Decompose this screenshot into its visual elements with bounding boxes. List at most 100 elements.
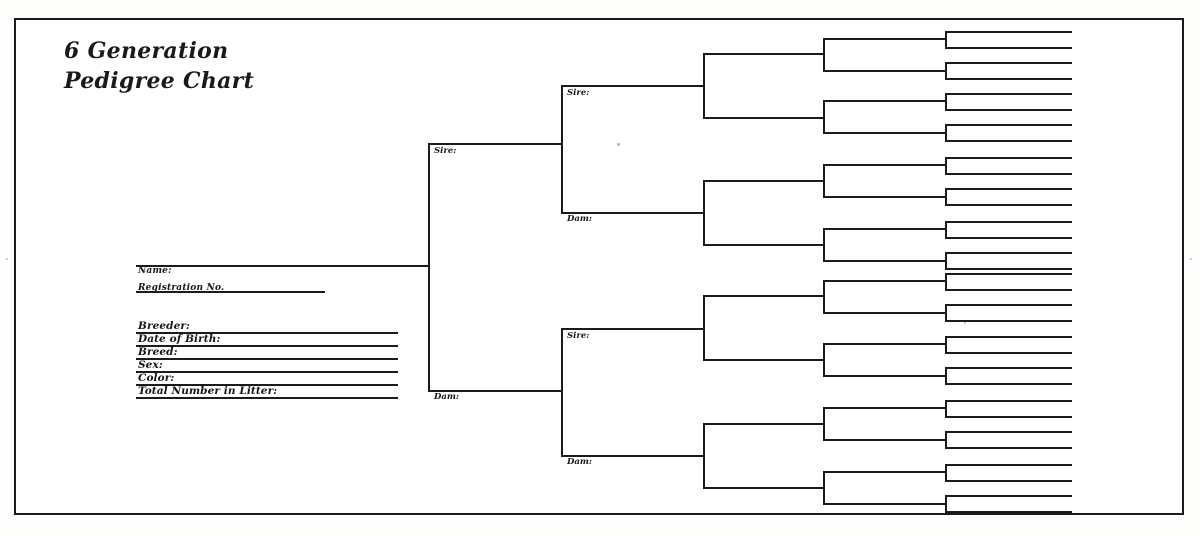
gen6-line-9-top[interactable] bbox=[945, 273, 1072, 275]
gen5-spine-2 bbox=[823, 100, 825, 134]
gen5-line-8[interactable] bbox=[823, 260, 947, 262]
gen6-tick-10 bbox=[945, 304, 947, 322]
gen6-line-1-bottom[interactable] bbox=[945, 47, 1072, 49]
gen5-line-10[interactable] bbox=[823, 312, 947, 314]
gen6-line-14-top[interactable] bbox=[945, 431, 1072, 433]
gen4-line-6[interactable] bbox=[703, 359, 825, 361]
gen3-dam-label-1: Dam: bbox=[567, 214, 593, 224]
gen6-line-5-bottom[interactable] bbox=[945, 173, 1072, 175]
gen6-line-5-top[interactable] bbox=[945, 157, 1072, 159]
gen6-line-6-bottom[interactable] bbox=[945, 204, 1072, 206]
gen5-spine-6 bbox=[823, 343, 825, 377]
color-label: Color: bbox=[138, 372, 175, 384]
gen6-tick-11 bbox=[945, 336, 947, 354]
gen6-line-10-top[interactable] bbox=[945, 304, 1072, 306]
gen5-line-2[interactable] bbox=[823, 70, 947, 72]
gen6-tick-3 bbox=[945, 93, 947, 111]
gen6-line-16-top[interactable] bbox=[945, 495, 1072, 497]
gen5-line-6[interactable] bbox=[823, 196, 947, 198]
gen5-line-3[interactable] bbox=[823, 100, 947, 102]
gen6-line-2-top[interactable] bbox=[945, 62, 1072, 64]
title-line-2: Pedigree Chart bbox=[64, 68, 255, 94]
gen6-line-6-top[interactable] bbox=[945, 188, 1072, 190]
gen4-spine-1 bbox=[703, 53, 705, 119]
gen6-line-10-bottom[interactable] bbox=[945, 320, 1072, 322]
gen3-dam-line-1[interactable] bbox=[561, 212, 705, 214]
gen6-line-12-bottom[interactable] bbox=[945, 383, 1072, 385]
gen6-line-8-bottom[interactable] bbox=[945, 268, 1072, 270]
gen5-line-5[interactable] bbox=[823, 164, 947, 166]
gen4-line-7[interactable] bbox=[703, 423, 825, 425]
name-label: Name: bbox=[138, 266, 172, 276]
gen5-line-7[interactable] bbox=[823, 228, 947, 230]
gen4-line-2[interactable] bbox=[703, 117, 825, 119]
breed-rule[interactable] bbox=[136, 358, 398, 360]
gen4-line-3[interactable] bbox=[703, 180, 825, 182]
gen5-line-9[interactable] bbox=[823, 280, 947, 282]
gen6-line-7-top[interactable] bbox=[945, 221, 1072, 223]
gen6-line-16-bottom[interactable] bbox=[945, 511, 1072, 513]
breeder-label: Breeder: bbox=[138, 320, 190, 332]
gen6-line-2-bottom[interactable] bbox=[945, 78, 1072, 80]
gen6-line-3-bottom[interactable] bbox=[945, 109, 1072, 111]
gen4-line-4[interactable] bbox=[703, 244, 825, 246]
gen6-line-13-top[interactable] bbox=[945, 400, 1072, 402]
gen5-line-14[interactable] bbox=[823, 439, 947, 441]
total-number-in-litter-rule[interactable] bbox=[136, 397, 398, 399]
scan-speck bbox=[617, 143, 620, 146]
registration-rule[interactable] bbox=[136, 291, 325, 293]
gen6-line-15-top[interactable] bbox=[945, 464, 1072, 466]
gen5-line-16[interactable] bbox=[823, 503, 947, 505]
gen2-sire-line[interactable] bbox=[428, 143, 563, 145]
date-of-birth-rule[interactable] bbox=[136, 345, 398, 347]
gen6-line-7-bottom[interactable] bbox=[945, 237, 1072, 239]
gen6-tick-6 bbox=[945, 188, 947, 206]
gen6-line-13-bottom[interactable] bbox=[945, 416, 1072, 418]
breeder-rule[interactable] bbox=[136, 332, 398, 334]
gen5-line-4[interactable] bbox=[823, 132, 947, 134]
gen6-line-9-bottom[interactable] bbox=[945, 289, 1072, 291]
gen4-line-5[interactable] bbox=[703, 295, 825, 297]
gen6-tick-7 bbox=[945, 221, 947, 239]
gen6-line-8-top[interactable] bbox=[945, 252, 1072, 254]
gen5-line-11[interactable] bbox=[823, 343, 947, 345]
gen2-sire-label: Sire: bbox=[434, 146, 457, 156]
color-rule[interactable] bbox=[136, 384, 398, 386]
gen6-line-4-top[interactable] bbox=[945, 124, 1072, 126]
name-rule[interactable] bbox=[136, 265, 428, 267]
gen3-sire-label-1: Sire: bbox=[567, 88, 590, 98]
gen6-line-11-bottom[interactable] bbox=[945, 352, 1072, 354]
gen3-sire-line-2[interactable] bbox=[561, 328, 705, 330]
gen4-line-1[interactable] bbox=[703, 53, 825, 55]
gen5-spine-5 bbox=[823, 280, 825, 314]
gen6-line-4-bottom[interactable] bbox=[945, 140, 1072, 142]
gen6-tick-16 bbox=[945, 495, 947, 513]
gen6-line-14-bottom[interactable] bbox=[945, 447, 1072, 449]
gen5-line-13[interactable] bbox=[823, 407, 947, 409]
total-number-in-litter-label: Total Number in Litter: bbox=[138, 385, 278, 397]
gen5-spine-3 bbox=[823, 164, 825, 198]
registration-label: Registration No. bbox=[138, 283, 225, 293]
gen6-tick-13 bbox=[945, 400, 947, 418]
gen5-line-1[interactable] bbox=[823, 38, 947, 40]
gen4-line-8[interactable] bbox=[703, 487, 825, 489]
gen5-spine-7 bbox=[823, 407, 825, 441]
sex-rule[interactable] bbox=[136, 371, 398, 373]
gen3-dam-line-2[interactable] bbox=[561, 455, 705, 457]
gen6-tick-4 bbox=[945, 124, 947, 142]
gen3-sire-line-1[interactable] bbox=[561, 85, 705, 87]
gen6-line-12-top[interactable] bbox=[945, 367, 1072, 369]
breed-label: Breed: bbox=[138, 346, 178, 358]
gen2-dam-line[interactable] bbox=[428, 390, 563, 392]
gen6-line-15-bottom[interactable] bbox=[945, 480, 1072, 482]
gen6-line-1-top[interactable] bbox=[945, 31, 1072, 33]
gen3-lower-spine bbox=[561, 328, 563, 457]
gen6-tick-14 bbox=[945, 431, 947, 449]
gen5-line-15[interactable] bbox=[823, 471, 947, 473]
gen3-upper-spine bbox=[561, 85, 563, 214]
gen6-line-3-top[interactable] bbox=[945, 93, 1072, 95]
page-title: 6 Generation Pedigree Chart bbox=[64, 36, 484, 96]
gen6-line-11-top[interactable] bbox=[945, 336, 1072, 338]
gen5-line-12[interactable] bbox=[823, 375, 947, 377]
